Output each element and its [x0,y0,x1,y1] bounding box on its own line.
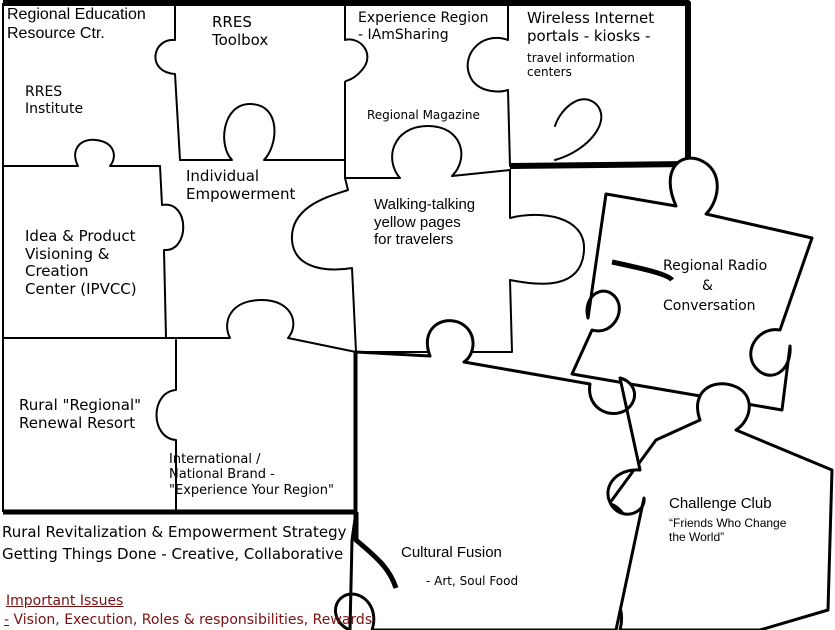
label-international-brand: International / National Brand - "Experi… [169,452,334,498]
label-wireless-internet: Wireless Internet portals - kiosks - [527,9,655,45]
label-individual-empowerment: Individual Empowerment [186,167,296,203]
important-issues-dash: - [4,612,10,628]
label-rres-toolbox: RRES Toolbox [212,13,269,49]
label-regional-education: Regional Education Resource Ctr. [7,6,146,42]
label-rres-institute: RRES Institute [25,84,84,117]
label-rural-regional: Rural "Regional" Renewal Resort [19,396,142,432]
label-cultural-fusion-sub: - Art, Soul Food [426,574,519,588]
important-issues-heading: Important Issues [6,593,124,609]
strategy-line-1: Rural Revitalization & Empowerment Strat… [2,523,347,541]
label-wireless-sub: travel information centers [527,51,635,80]
label-regional-radio: Regional Radio [663,258,768,274]
strategy-line-2: Getting Things Done - Creative, Collabor… [2,545,344,563]
label-challenge-club-sub: “Friends Who Change the World” [669,516,787,545]
label-walking-talking: Walking-talking yellow pages for travele… [374,196,476,249]
important-issues-items: Vision, Execution, Roles & responsibilit… [9,612,373,628]
label-idea-product: Idea & Product Visioning & Creation Cent… [25,227,137,299]
important-issues-list: - Vision, Execution, Roles & responsibil… [4,612,372,629]
label-regional-radio-amp: & [702,278,713,294]
label-challenge-club: Challenge Club [669,495,772,512]
label-regional-magazine: Regional Magazine [367,108,480,122]
label-regional-radio-conversation: Conversation [663,298,756,314]
piece-cultural-fusion [334,319,646,630]
piece-seams [2,2,603,513]
piece-regional-radio [570,156,814,412]
label-experience-region: Experience Region - IAmSharing [358,10,489,43]
label-cultural-fusion: Cultural Fusion [401,544,502,561]
